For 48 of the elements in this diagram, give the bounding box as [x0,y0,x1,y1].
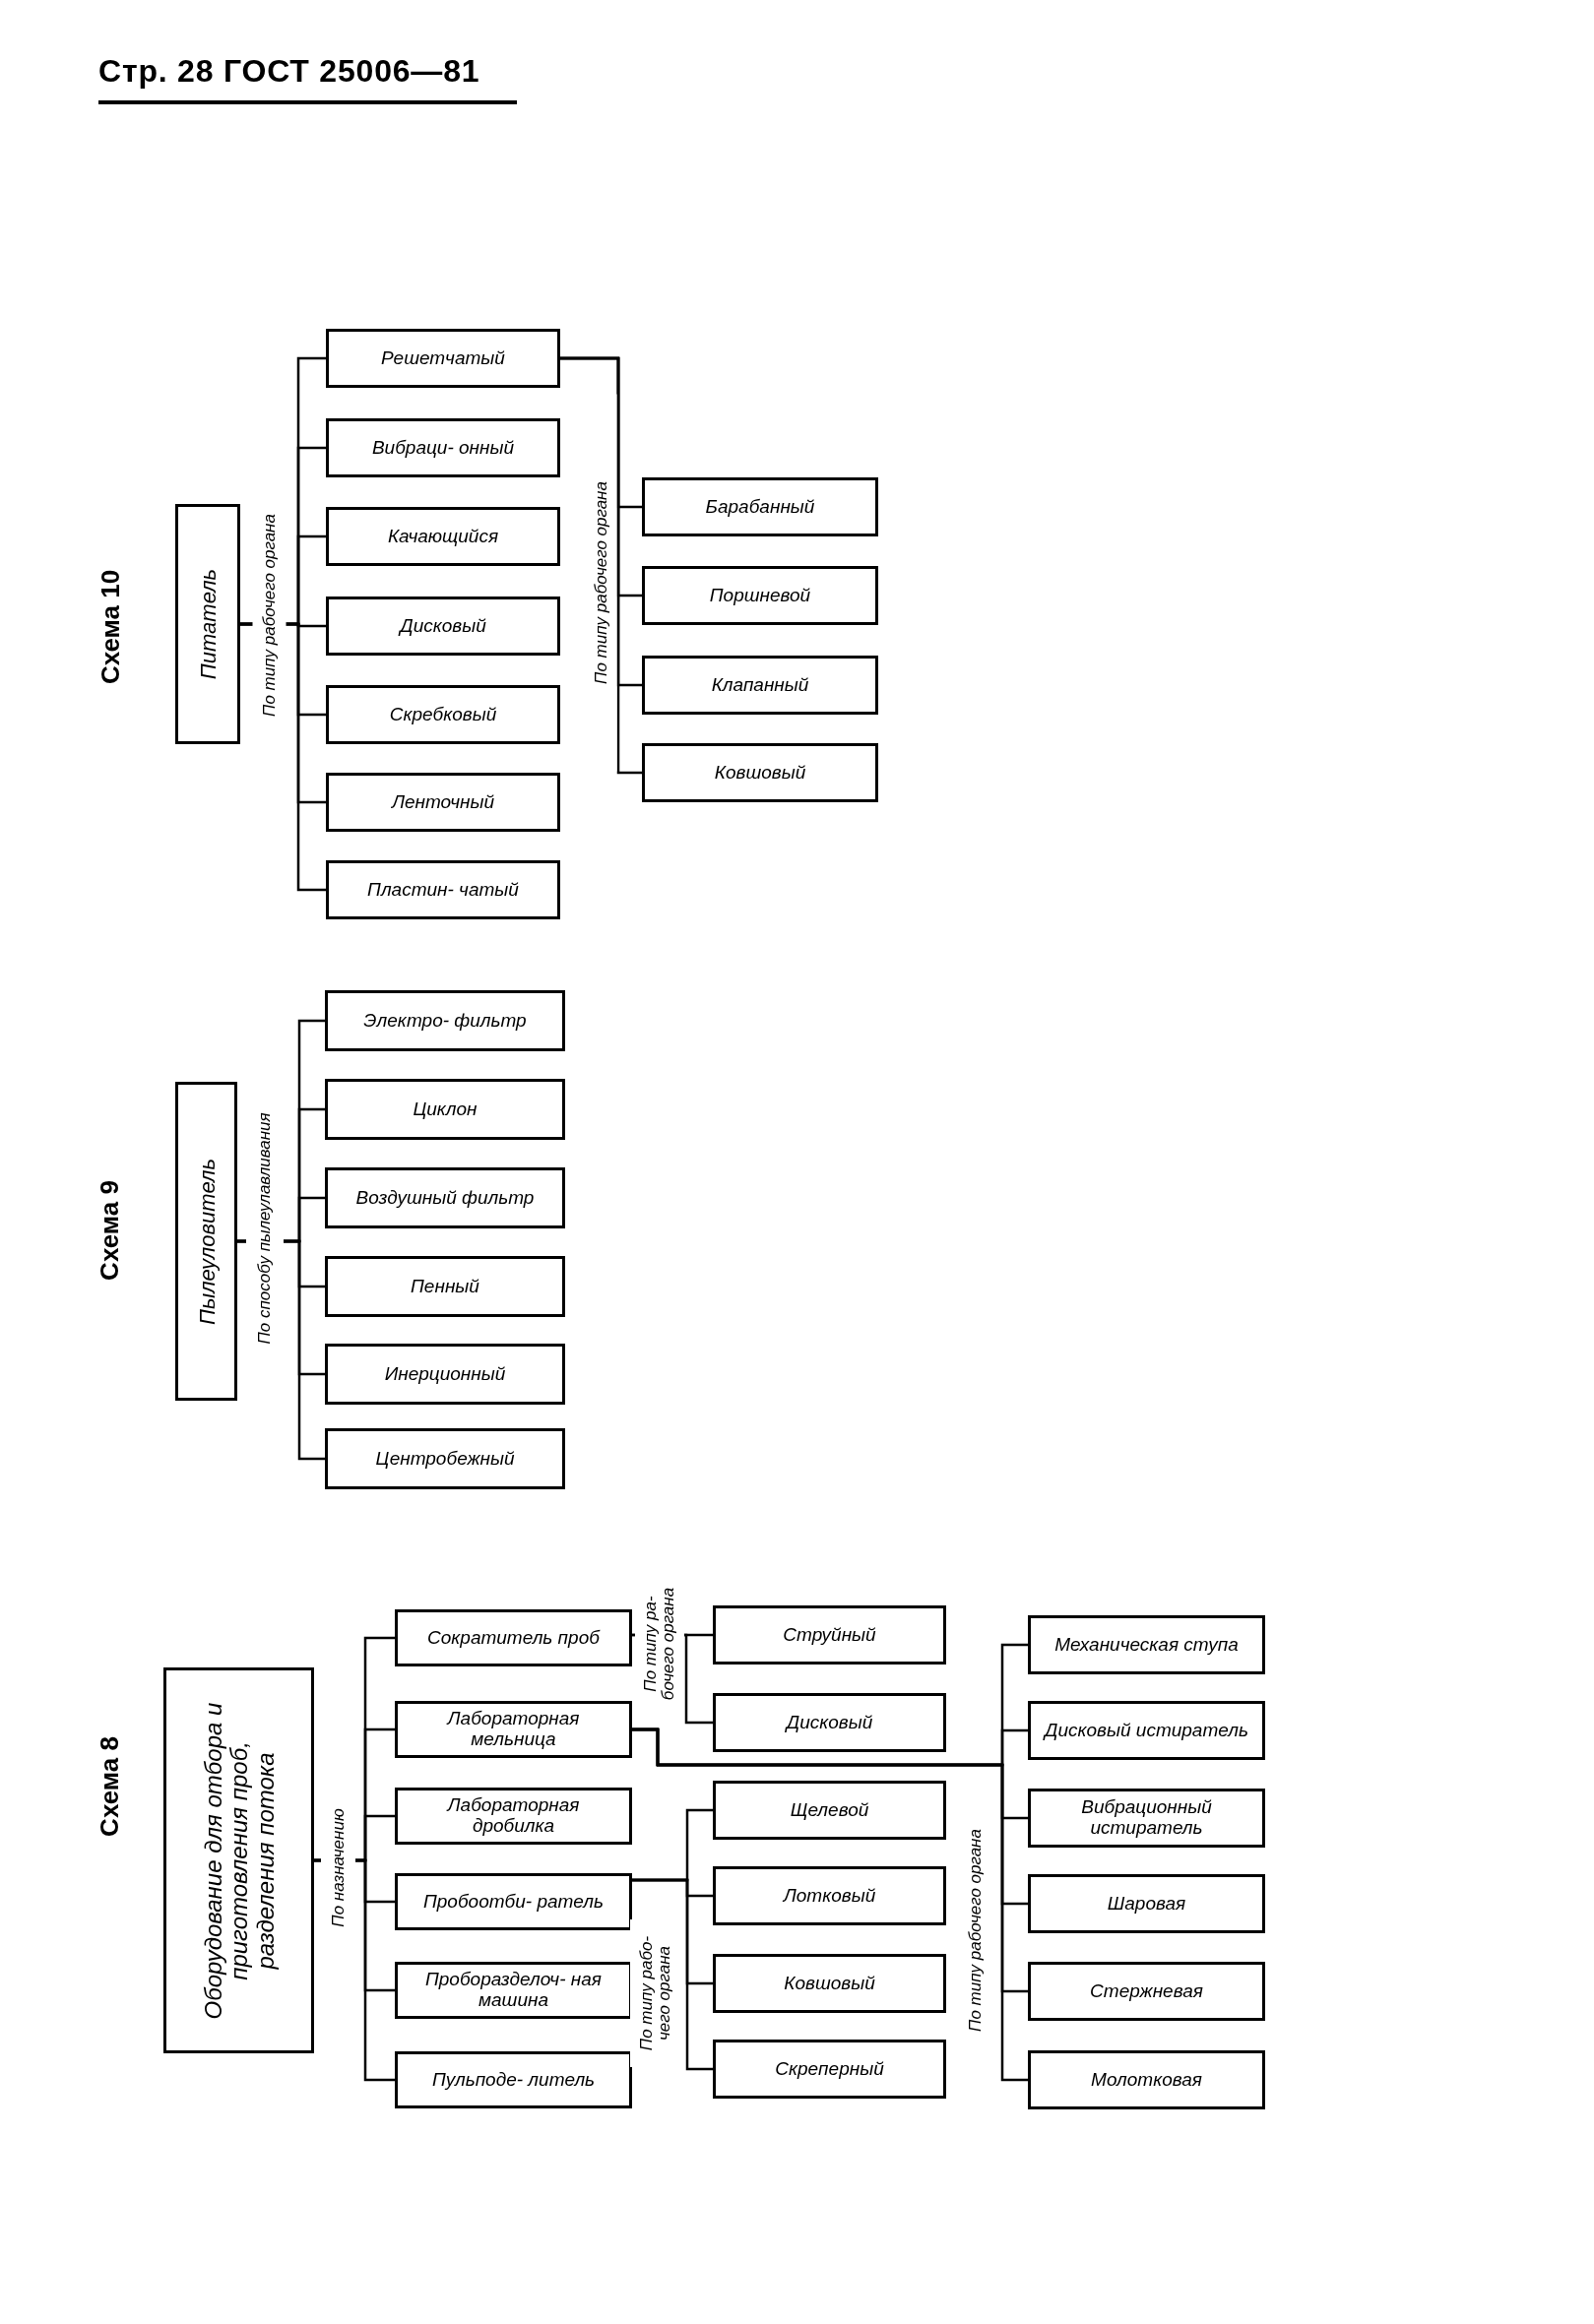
page-header: Стр. 28 ГОСТ 25006—81 [98,52,480,91]
category-box: Струйный [713,1605,946,1664]
category-box: Решетчатый [326,329,560,388]
category-box: Поршневой [642,566,878,625]
category-box: Центробежный [325,1428,565,1489]
category-box [175,1082,237,1401]
category-box: Вибрационный истиратель [1028,1789,1265,1848]
connector-line [632,1878,713,2071]
category-box: Инерционный [325,1344,565,1405]
connector-line [237,1239,325,1461]
category-box: Лабораторная дробилка [395,1788,632,1845]
category-box: Проборазделоч- ная машина [395,1962,632,2019]
category-text: Пылеуловитель [193,1157,221,1327]
connector-line [632,1727,1028,2082]
category-box: Механическая ступа [1028,1615,1265,1674]
category-box: Лотковый [713,1866,946,1925]
category-box: Молотковая [1028,2050,1265,2109]
category-box: Скреперный [713,2040,946,2099]
category-text: Питатель [194,567,222,682]
category-box: Клапанный [642,656,878,715]
category-box: Скребковый [326,685,560,744]
category-box: Ковшовый [713,1954,946,2013]
category-box: Сократитель проб [395,1609,632,1666]
category-box: Шаровая [1028,1874,1265,1933]
category-box: Пульподе- литель [395,2051,632,2108]
category-box: Ленточный [326,773,560,832]
category-box: Воздушный фильтр [325,1167,565,1228]
category-box [163,1667,314,2053]
category-box: Циклон [325,1079,565,1140]
category-box: Дисковый [713,1693,946,1752]
category-box: Дисковый [326,597,560,656]
category-box: Электро- фильтр [325,990,565,1051]
category-text: Оборудование для отбора и приготовления проб, разделения потока [197,1701,280,2021]
category-box: Ковшовый [642,743,878,802]
connector-line [560,356,642,775]
category-box: Пробоотби- ратель [395,1873,632,1930]
category-box: Качающийся [326,507,560,566]
category-box: Щелевой [713,1781,946,1840]
category-box: Дисковый истиратель [1028,1701,1265,1760]
category-box: Барабанный [642,477,878,536]
connector-line [240,622,326,892]
category-box: Вибраци- онный [326,418,560,477]
category-box [175,504,240,744]
category-box: Пластин- чатый [326,860,560,919]
category-box: Стержневая [1028,1962,1265,2021]
connector-line [314,1858,395,2082]
category-box: Лабораторная мельница [395,1701,632,1758]
category-box: Пенный [325,1256,565,1317]
